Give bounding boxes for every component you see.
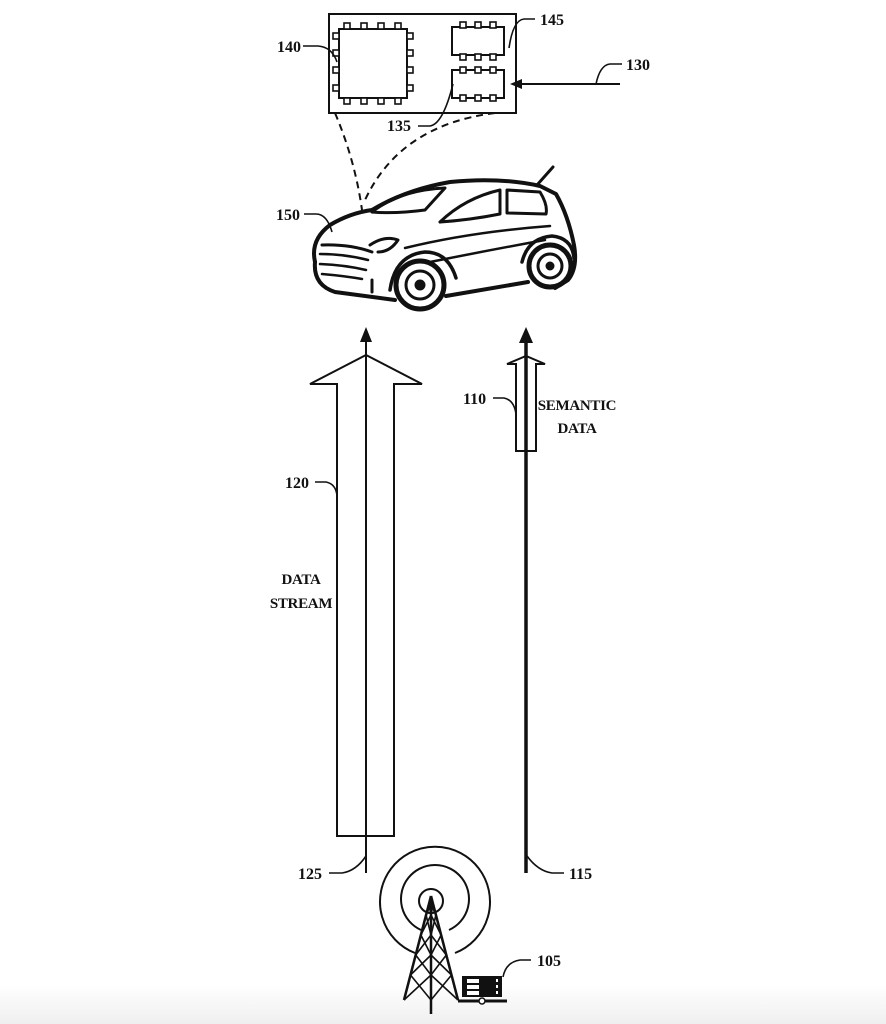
tower-brace [430, 903, 434, 916]
caption-data-stream-line2: STREAM [270, 596, 333, 612]
chip-pin [489, 94, 497, 102]
tower-brace [415, 934, 432, 956]
label-150: 150 [276, 207, 300, 224]
leader-150 [304, 213, 333, 233]
vehicle-icon [312, 165, 578, 312]
chip-pin [332, 32, 340, 40]
chip-pin [474, 94, 482, 102]
chip-pin [406, 66, 414, 74]
leader-120 [315, 481, 338, 497]
chip-pin [474, 53, 482, 61]
tower-brace [430, 954, 453, 976]
chip-pin [406, 49, 414, 57]
chip-pin [332, 84, 340, 92]
chip-pin [394, 97, 402, 105]
tower-brace [430, 954, 447, 976]
tower-brace [430, 914, 442, 936]
cell-tower-icon [379, 845, 491, 1014]
chip-pin [377, 22, 385, 30]
label-140: 140 [277, 39, 301, 56]
tower-brace [430, 934, 442, 956]
chip-135 [451, 66, 505, 102]
label-130: 130 [626, 57, 650, 74]
tower-brace [420, 934, 432, 956]
data-stream-line-125 [360, 327, 372, 873]
chip-pin [459, 94, 467, 102]
leader-130 [595, 63, 622, 85]
chip-pin [489, 66, 497, 74]
label-145: 145 [540, 12, 564, 29]
caption-data-stream-line1: DATA [281, 572, 321, 588]
chip-pin [474, 21, 482, 29]
chip-pin [377, 97, 385, 105]
label-125: 125 [298, 866, 322, 883]
chip-pin [394, 22, 402, 30]
tower-brace [409, 954, 432, 976]
label-105: 105 [537, 953, 561, 970]
chip-pin [474, 66, 482, 74]
leader-115 [526, 855, 564, 874]
tower-brace [430, 974, 453, 1001]
tower-brace [430, 903, 437, 916]
caption-semantic-data-line1: SEMANTIC [538, 398, 616, 414]
label-120: 120 [285, 475, 309, 492]
chip-pin [343, 22, 351, 30]
tower-brace [409, 974, 432, 1001]
leader-105 [502, 959, 531, 978]
chip-pin [459, 53, 467, 61]
chip-pin [343, 97, 351, 105]
chip-pin [489, 21, 497, 29]
chip-135-pins [459, 66, 497, 102]
chip-pin [360, 97, 368, 105]
tower-brace [430, 914, 437, 936]
tower-brace [430, 974, 459, 1001]
chip-pin [332, 66, 340, 74]
dashed-connector-left [334, 112, 363, 211]
dashed-connector-right [364, 112, 496, 201]
chip-pin [459, 66, 467, 74]
leader-110 [493, 397, 517, 415]
tower-brace [415, 954, 432, 976]
chip-145-pins [459, 21, 497, 61]
tower-brace [425, 914, 432, 936]
chip-pin [406, 84, 414, 92]
chip-140 [332, 22, 414, 105]
server-icon [458, 976, 507, 1005]
semantic-data-line-115 [519, 327, 533, 873]
chip-pin [360, 22, 368, 30]
chip-145 [451, 21, 505, 61]
chip-140-pins [332, 22, 414, 105]
circuit-module [328, 13, 620, 211]
tower-brace [420, 914, 432, 936]
leader-145 [508, 18, 535, 49]
chip-pin [406, 32, 414, 40]
tower-brace [403, 974, 432, 1001]
label-110: 110 [463, 391, 486, 408]
chip-pin [489, 53, 497, 61]
leader-125 [329, 855, 367, 874]
chip-pin [459, 21, 467, 29]
tower-brace [425, 903, 432, 916]
input-signal-130 [510, 79, 620, 89]
tower-brace [430, 934, 447, 956]
leader-135 [418, 83, 454, 127]
label-115: 115 [569, 866, 592, 883]
label-135: 135 [387, 118, 411, 135]
caption-semantic-data-line2: DATA [557, 421, 597, 437]
leader-140 [303, 45, 338, 63]
